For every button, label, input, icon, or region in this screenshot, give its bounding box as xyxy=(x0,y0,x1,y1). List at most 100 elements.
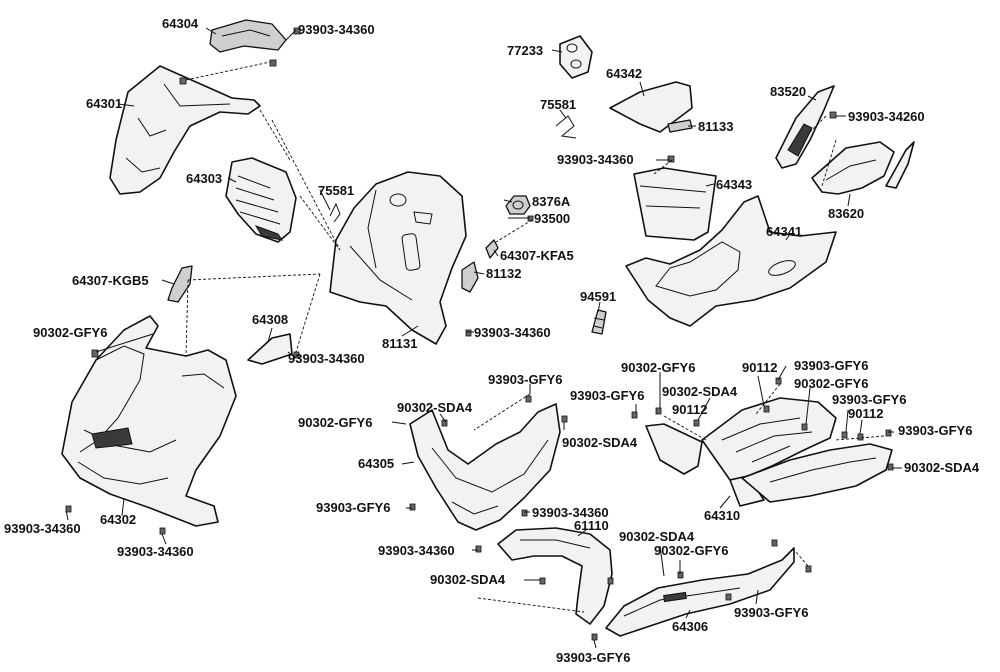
part-83520-shape xyxy=(775,85,835,169)
screw-icon xyxy=(293,351,300,359)
screw-icon xyxy=(655,407,662,415)
part-64342-shape xyxy=(609,81,693,133)
screw-icon xyxy=(269,59,277,67)
label-90112-mid: 90112 xyxy=(672,402,707,417)
label-90302-sda4-64310: 90302-SDA4 xyxy=(662,384,738,399)
label-93903-gfy6-64305-lower: 93903-GFY6 xyxy=(316,500,390,515)
screw-icon xyxy=(805,565,812,573)
label-64343: 64343 xyxy=(716,177,752,192)
screw-icon xyxy=(775,377,782,385)
screw-icon xyxy=(857,433,864,441)
screw-icon xyxy=(725,593,732,601)
screw-icon xyxy=(841,431,848,439)
screw-icon xyxy=(293,27,301,35)
label-64342: 64342 xyxy=(606,66,642,81)
label-75581-right: 75581 xyxy=(540,97,576,112)
screw-icon xyxy=(539,577,546,585)
label-64307-kgb5: 64307-KGB5 xyxy=(72,273,149,288)
screw-icon xyxy=(885,429,892,437)
label-64310: 64310 xyxy=(704,508,740,523)
label-93903-34360-front-right: 93903-34360 xyxy=(117,544,194,559)
label-93903-34260: 93903-34260 xyxy=(848,109,925,124)
label-81133: 81133 xyxy=(698,119,733,134)
screw-icon xyxy=(801,423,808,431)
part-75581-a-shape xyxy=(329,202,341,223)
screw-icon xyxy=(591,633,598,641)
label-93903-gfy6-64310-left: 93903-GFY6 xyxy=(570,388,644,403)
part-81131-shape xyxy=(329,171,467,345)
part-64341-shape xyxy=(625,195,837,327)
screw-icon xyxy=(441,419,448,427)
label-64341: 64341 xyxy=(766,224,802,239)
label-93903-34360-lower: 93903-34360 xyxy=(378,543,455,558)
part-94591-shape xyxy=(591,309,607,335)
label-64305: 64305 xyxy=(358,456,394,471)
label-64304: 64304 xyxy=(162,16,199,31)
part-81133-shape xyxy=(667,119,693,133)
label-90302-sda4-64305: 90302-SDA4 xyxy=(397,400,473,415)
part-64308-shape xyxy=(247,333,293,365)
label-90112-top: 90112 xyxy=(742,360,777,375)
part-labels: 64304 93903-34360 64301 64303 75581 6430… xyxy=(4,16,980,665)
label-64301: 64301 xyxy=(86,96,122,111)
assembly-lines xyxy=(185,61,885,613)
part-64303-shape xyxy=(225,157,297,243)
label-77233: 77233 xyxy=(507,43,543,58)
screw-icon xyxy=(475,545,482,553)
label-90302-sda4-61110: 90302-SDA4 xyxy=(430,572,506,587)
label-93903-34360-front-left: 93903-34360 xyxy=(4,521,81,536)
part-64304-shape xyxy=(209,19,287,53)
screw-icon xyxy=(561,415,568,423)
label-90302-gfy6-front: 90302-GFY6 xyxy=(33,325,107,340)
label-93903-gfy6-bottom: 93903-GFY6 xyxy=(556,650,630,665)
part-81132-shape xyxy=(461,261,479,293)
label-93903-34360-top: 93903-34360 xyxy=(298,22,375,37)
screw-icon xyxy=(409,503,416,511)
label-64303: 64303 xyxy=(186,171,222,186)
label-90302-gfy6-64310: 90302-GFY6 xyxy=(621,360,695,375)
label-93903-34360-61110: 93903-34360 xyxy=(532,505,609,520)
leader-lines xyxy=(65,27,902,649)
screw-icon xyxy=(159,527,166,535)
screw-icon xyxy=(65,505,72,513)
part-64306-shape xyxy=(605,547,795,637)
label-93903-gfy6-far-right: 93903-GFY6 xyxy=(898,423,972,438)
label-64302: 64302 xyxy=(100,512,136,527)
screw-icon xyxy=(179,77,187,85)
label-93903-gfy6-64310-right: 93903-GFY6 xyxy=(832,392,906,407)
part-75581-b-shape xyxy=(555,115,577,139)
label-90302-gfy6-64306: 90302-GFY6 xyxy=(654,543,728,558)
screw-icon xyxy=(887,463,894,471)
label-93903-gfy6-64305: 93903-GFY6 xyxy=(488,372,562,387)
label-90302-gfy6-64305: 90302-GFY6 xyxy=(298,415,372,430)
part-64307-kgb5-shape xyxy=(167,265,193,303)
screw-icon xyxy=(763,405,770,413)
screw-icon xyxy=(829,111,837,119)
part-8376a-shape xyxy=(505,195,531,215)
screw-icon xyxy=(667,155,675,163)
label-93903-gfy6-64310-top: 93903-GFY6 xyxy=(794,358,868,373)
screw-icon xyxy=(631,411,638,419)
screw-icon xyxy=(465,329,472,337)
label-64307-kfa5: 64307-KFA5 xyxy=(500,248,574,263)
label-83520: 83520 xyxy=(770,84,806,99)
part-61110-shape xyxy=(497,527,613,625)
label-90302-sda4-64306: 90302-SDA4 xyxy=(619,529,695,544)
label-93903-34360-64308: 93903-34360 xyxy=(288,351,365,366)
part-64301-shape xyxy=(109,59,277,195)
screw-icon xyxy=(771,539,778,547)
label-90302-sda4-64305-right: 90302-SDA4 xyxy=(562,435,638,450)
label-81131: 81131 xyxy=(382,336,417,351)
label-90112-right: 90112 xyxy=(848,406,883,421)
label-8376a: 8376A xyxy=(532,194,571,209)
label-94591: 94591 xyxy=(580,289,616,304)
label-93903-34360-tray: 93903-34360 xyxy=(557,152,634,167)
part-64310-rear-shape xyxy=(741,443,893,503)
screw-icon xyxy=(91,349,99,358)
label-93500: 93500 xyxy=(534,211,570,226)
label-90302-gfy6-64310-right: 90302-GFY6 xyxy=(794,376,868,391)
part-64305-shape xyxy=(409,403,561,531)
label-64306: 64306 xyxy=(672,619,708,634)
part-64343-shape xyxy=(633,167,717,241)
part-64302-shape xyxy=(61,315,237,527)
